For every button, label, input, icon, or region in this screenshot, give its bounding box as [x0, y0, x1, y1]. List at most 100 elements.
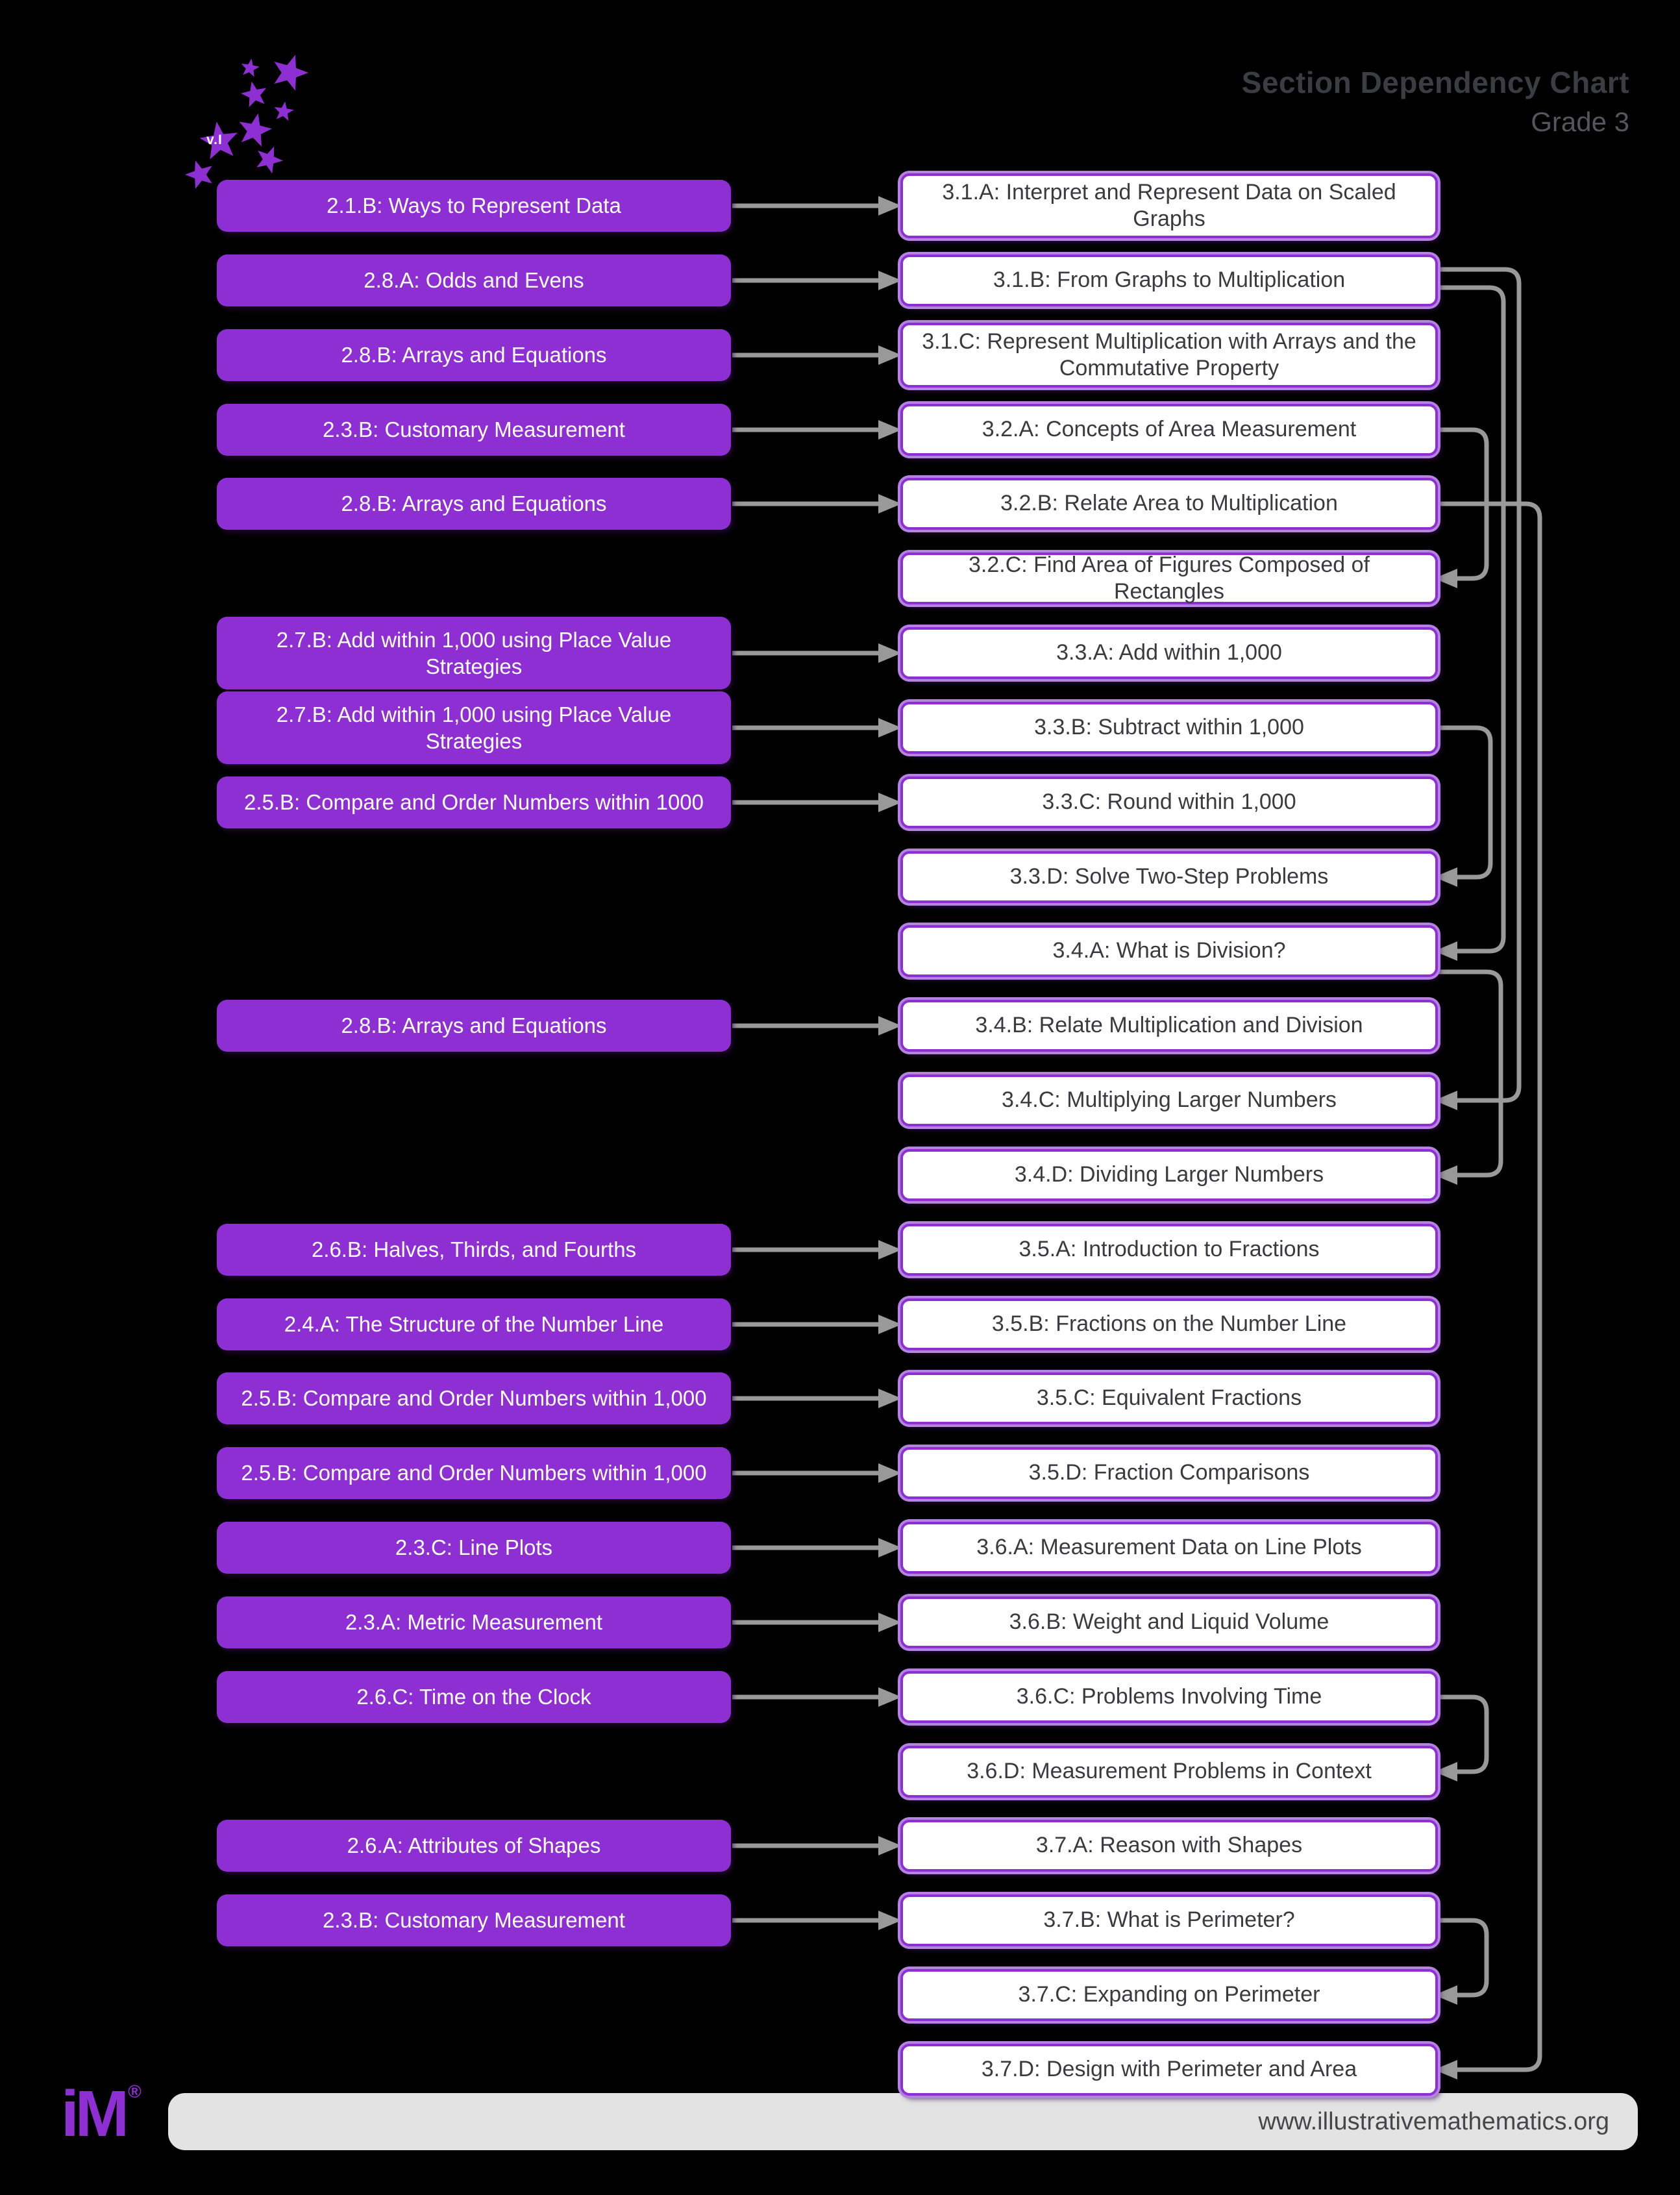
grade3-section-label: 3.5.C: Equivalent Fractions	[1036, 1385, 1302, 1411]
grade2-section-label: 2.3.B: Customary Measurement	[323, 417, 625, 442]
grade3-section-label: 3.7.C: Expanding on Perimeter	[1018, 1982, 1320, 2007]
footer-url: www.illustrativemathematics.org	[1258, 2108, 1609, 2135]
grade3-section-box: 3.6.C: Problems Involving Time	[900, 1671, 1438, 1723]
grade3-section-box: 3.5.B: Fractions on the Number Line	[900, 1298, 1438, 1350]
grade3-section-box: 3.7.C: Expanding on Perimeter	[900, 1969, 1438, 2021]
star-icon	[199, 121, 238, 160]
grade2-section-box: 2.5.B: Compare and Order Numbers within …	[217, 776, 731, 828]
star-icon	[241, 58, 260, 77]
grade2-section-label: 2.5.B: Compare and Order Numbers within …	[241, 1386, 707, 1411]
grade3-section-box: 3.6.A: Measurement Data on Line Plots	[900, 1522, 1438, 1574]
grade3-section-label: 3.3.C: Round within 1,000	[1042, 789, 1296, 815]
grade2-section-label: 2.6.A: Attributes of Shapes	[347, 1833, 601, 1858]
star-icon	[274, 55, 308, 91]
grade3-section-label: 3.3.B: Subtract within 1,000	[1034, 715, 1304, 740]
grade2-section-box: 2.3.A: Metric Measurement	[217, 1596, 731, 1648]
grade3-section-label: 3.4.A: What is Division?	[1052, 938, 1286, 963]
grade2-section-label: 2.8.B: Arrays and Equations	[341, 1013, 607, 1038]
grade2-section-box: 2.8.A: Odds and Evens	[217, 254, 731, 306]
grade3-section-box: 3.6.D: Measurement Problems in Context	[900, 1746, 1438, 1798]
grade2-section-label: 2.7.B: Add within 1,000 using Place Valu…	[276, 627, 672, 678]
grade3-section-box: 3.7.B: What is Perimeter?	[900, 1894, 1438, 1946]
grade2-section-label: 2.8.A: Odds and Evens	[364, 268, 584, 293]
grade3-section-box: 3.1.B: From Graphs to Multiplication	[900, 254, 1438, 306]
grade3-section-box: 3.4.B: Relate Multiplication and Divisio…	[900, 1000, 1438, 1052]
grade2-section-box: 2.7.B: Add within 1,000 using Place Valu…	[217, 617, 731, 689]
grade2-section-box: 2.5.B: Compare and Order Numbers within …	[217, 1447, 731, 1499]
grade3-section-box: 3.2.C: Find Area of Figures Composed of …	[900, 552, 1438, 604]
grade3-section-box: 3.4.C: Multiplying Larger Numbers	[900, 1074, 1438, 1126]
grade3-section-label: 3.5.B: Fractions on the Number Line	[991, 1311, 1347, 1337]
grade2-section-label: 2.1.B: Ways to Represent Data	[327, 193, 621, 218]
grade3-section-label: 3.3.A: Add within 1,000	[1056, 640, 1282, 665]
page-subtitle: Grade 3	[1531, 106, 1629, 137]
star-icon	[185, 160, 212, 189]
grade3-section-label: 3.7.A: Reason with Shapes	[1035, 1833, 1303, 1858]
grade3-section-box: 3.3.B: Subtract within 1,000	[900, 702, 1438, 754]
grade2-section-label: 2.6.B: Halves, Thirds, and Fourths	[311, 1237, 637, 1262]
grade3-section-box: 3.7.D: Design with Perimeter and Area	[900, 2044, 1438, 2096]
grade3-section-box: 3.5.D: Fraction Comparisons	[900, 1447, 1438, 1499]
grade3-section-box: 3.5.A: Introduction to Fractions	[900, 1224, 1438, 1276]
grade3-section-label: 3.1.A: Interpret and Represent Data on S…	[942, 179, 1396, 231]
grade2-section-box: 2.6.C: Time on the Clock	[217, 1671, 731, 1723]
grade2-section-box: 2.8.B: Arrays and Equations	[217, 478, 731, 530]
grade3-section-box: 3.5.C: Equivalent Fractions	[900, 1372, 1438, 1424]
grade2-section-label: 2.4.A: The Structure of the Number Line	[284, 1312, 664, 1337]
grade3-section-label: 3.2.A: Concepts of Area Measurement	[982, 417, 1357, 442]
grade3-section-label: 3.2.B: Relate Area to Multiplication	[1000, 491, 1338, 516]
header: Section Dependency Chart Grade 3	[1242, 65, 1629, 138]
grade2-section-box: 2.7.B: Add within 1,000 using Place Valu…	[217, 691, 731, 764]
stars-logo-icon	[185, 55, 308, 189]
grade3-section-box: 3.6.B: Weight and Liquid Volume	[900, 1596, 1438, 1648]
star-icon	[241, 81, 267, 108]
grade2-section-box: 2.8.B: Arrays and Equations	[217, 1000, 731, 1052]
grade3-section-box: 3.3.D: Solve Two-Step Problems	[900, 851, 1438, 903]
grade3-section-box: 3.3.A: Add within 1,000	[900, 627, 1438, 679]
star-icon	[256, 146, 283, 174]
grade2-section-box: 2.5.B: Compare and Order Numbers within …	[217, 1372, 731, 1424]
grade2-section-box: 2.8.B: Arrays and Equations	[217, 329, 731, 381]
grade3-section-box: 3.1.C: Represent Multiplication with Arr…	[900, 323, 1438, 388]
grade3-section-box: 3.4.D: Dividing Larger Numbers	[900, 1149, 1438, 1201]
grade2-section-label: 2.7.B: Add within 1,000 using Place Valu…	[276, 702, 672, 753]
im-logo: iM®	[61, 2077, 142, 2150]
grade3-section-label: 3.5.A: Introduction to Fractions	[1019, 1237, 1320, 1262]
grade3-section-box: 3.2.A: Concepts of Area Measurement	[900, 404, 1438, 456]
grade2-section-box: 2.3.B: Customary Measurement	[217, 1894, 731, 1946]
grade2-section-box: 2.6.A: Attributes of Shapes	[217, 1820, 731, 1872]
grade3-section-box: 3.2.B: Relate Area to Multiplication	[900, 478, 1438, 530]
grade2-section-box: 2.4.A: The Structure of the Number Line	[217, 1298, 731, 1350]
star-icon	[239, 113, 272, 147]
version-label: v.I	[206, 132, 223, 147]
grade3-section-label: 3.7.B: What is Perimeter?	[1043, 1907, 1295, 1933]
grade3-section-label: 3.6.A: Measurement Data on Line Plots	[976, 1535, 1362, 1560]
grade3-section-label: 3.4.B: Relate Multiplication and Divisio…	[975, 1013, 1363, 1038]
grade3-section-box: 3.3.C: Round within 1,000	[900, 776, 1438, 828]
grade2-section-label: 2.8.B: Arrays and Equations	[341, 491, 607, 516]
grade2-section-label: 2.5.B: Compare and Order Numbers within …	[243, 790, 704, 815]
page-title: Section Dependency Chart	[1241, 66, 1629, 99]
grade2-section-label: 2.3.B: Customary Measurement	[323, 1908, 625, 1933]
grade3-section-label: 3.5.D: Fraction Comparisons	[1028, 1460, 1310, 1485]
grade3-section-label: 3.1.C: Represent Multiplication with Arr…	[922, 329, 1416, 380]
grade2-section-label: 2.3.C: Line Plots	[395, 1535, 553, 1560]
grade2-section-label: 2.8.B: Arrays and Equations	[341, 343, 607, 367]
grade2-section-label: 2.3.A: Metric Measurement	[345, 1610, 603, 1635]
grade3-section-label: 3.4.D: Dividing Larger Numbers	[1014, 1162, 1324, 1187]
star-icon	[274, 101, 294, 121]
grade2-section-label: 2.5.B: Compare and Order Numbers within …	[241, 1461, 707, 1485]
grade2-section-box: 2.1.B: Ways to Represent Data	[217, 180, 731, 232]
registered-mark-icon: ®	[128, 2081, 142, 2102]
grade3-section-box: 3.7.A: Reason with Shapes	[900, 1820, 1438, 1872]
grade2-section-box: 2.3.B: Customary Measurement	[217, 404, 731, 456]
grade2-section-label: 2.6.C: Time on the Clock	[356, 1685, 591, 1709]
footer-bar: www.illustrativemathematics.org	[168, 2093, 1638, 2150]
grade2-section-box: 2.3.C: Line Plots	[217, 1522, 731, 1574]
grade3-section-box: 3.1.A: Interpret and Represent Data on S…	[900, 173, 1438, 238]
grade3-section-label: 3.6.C: Problems Involving Time	[1016, 1684, 1322, 1709]
grade3-section-label: 3.6.B: Weight and Liquid Volume	[1009, 1609, 1329, 1635]
grade2-section-box: 2.6.B: Halves, Thirds, and Fourths	[217, 1224, 731, 1276]
